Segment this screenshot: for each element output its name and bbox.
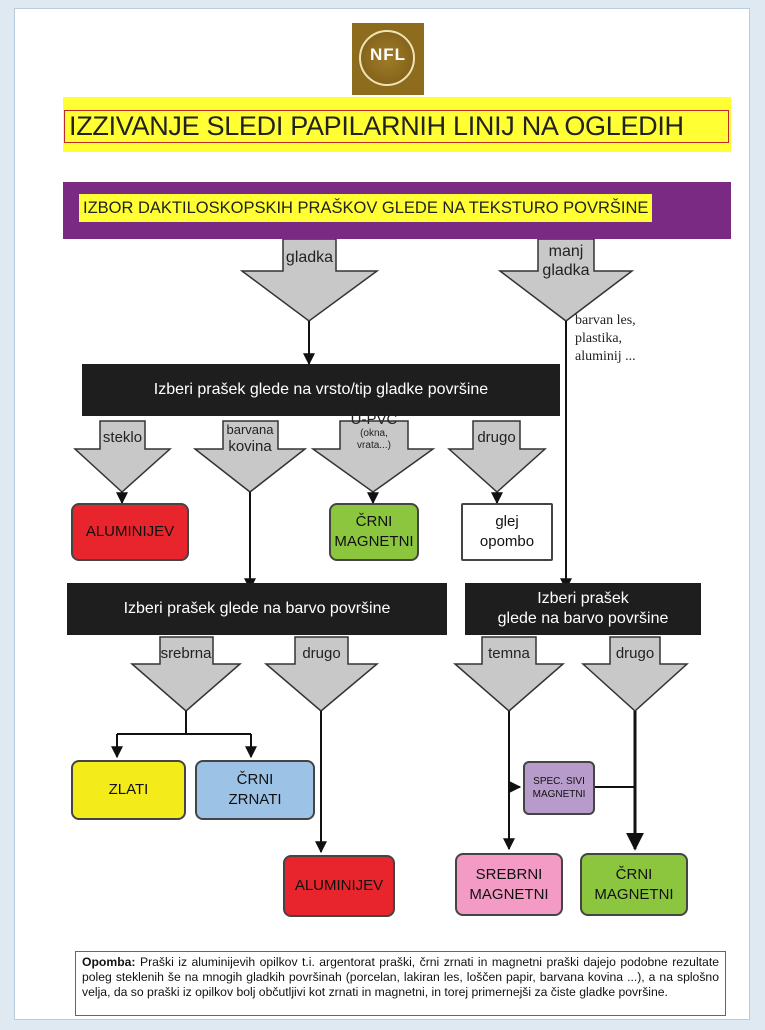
footnote-label: Opomba: xyxy=(82,955,136,969)
bar-line: glede na barvo površine xyxy=(497,610,669,627)
footnote-box: Opomba: Praški iz aluminijevih opilkov t… xyxy=(75,951,726,1016)
result-line: opombo xyxy=(479,533,535,550)
type-painted-label: barvana kovina xyxy=(215,421,285,455)
color-dark-label: temna xyxy=(488,645,530,662)
color-other-right-label: drugo xyxy=(615,645,655,662)
bar-line: Izberi prašek xyxy=(537,590,629,607)
color-other-left-label: drugo xyxy=(302,645,341,662)
type-upvc-line2: (okna, xyxy=(360,428,388,439)
color-silver-label: srebrna xyxy=(160,645,212,662)
result-line: ZRNATI xyxy=(228,791,282,808)
page: NFL IZZIVANJE SLEDI PAPILARNIH LINIJ NA … xyxy=(14,8,750,1020)
result-line: ČRNI xyxy=(355,513,393,530)
color-selection-bar-right: Izberi prašek glede na barvo površine xyxy=(465,583,701,635)
result-black-magnetic-2: ČRNI MAGNETNI xyxy=(580,853,688,916)
example-line: plastika, xyxy=(575,331,623,346)
footnote-text: Praški iz aluminijevih opilkov t.i. arge… xyxy=(82,955,719,999)
result-silver-magnetic: SREBRNI MAGNETNI xyxy=(455,853,563,916)
result-spec-grey-magnetic: SPEC. SIVI MAGNETNI xyxy=(523,761,595,815)
flow-connectors xyxy=(73,238,689,854)
arrow-upvc xyxy=(310,420,436,493)
type-upvc-line1: U-PVC xyxy=(350,411,398,428)
type-upvc-label: U-PVC (okna, vrata...) xyxy=(338,411,410,452)
arrow-less-smooth xyxy=(497,238,635,322)
type-painted-line1: barvana xyxy=(226,422,274,437)
page-title: IZZIVANJE SLEDI PAPILARNIH LINIJ NA OGLE… xyxy=(69,111,684,141)
less-smooth-examples: barvan les, plastika, aluminij ... xyxy=(575,312,636,366)
type-other-label: drugo xyxy=(477,429,516,446)
arrow-other-left xyxy=(263,636,380,712)
arrow-smooth xyxy=(239,238,380,322)
result-aluminum-2: ALUMINIJEV xyxy=(283,855,395,917)
arrow-glass xyxy=(73,420,172,494)
result-line: MAGNETNI xyxy=(469,885,549,903)
example-line: barvan les, xyxy=(575,313,636,328)
result-line: SPEC. SIVI xyxy=(533,776,585,787)
type-upvc-line3: vrata...) xyxy=(357,440,391,451)
arrow-silver xyxy=(129,636,243,712)
result-line: SREBRNI xyxy=(475,865,543,883)
color-selection-bar-left: Izberi prašek glede na barvo površine xyxy=(67,583,447,635)
result-black-granular: ČRNI ZRNATI xyxy=(195,760,315,820)
nfl-logo: NFL xyxy=(352,23,424,95)
result-line: MAGNETNI xyxy=(594,885,674,903)
result-see-note: glej opombo xyxy=(461,503,553,561)
texture-header-label: IZBOR DAKTILOSKOPSKIH PRAŠKOV GLEDE NA T… xyxy=(79,194,653,222)
result-gold: ZLATI xyxy=(71,760,186,820)
arrow-other xyxy=(447,420,547,494)
branch-smooth-label: gladka xyxy=(285,249,334,266)
result-line: MAGNETNI xyxy=(334,533,414,550)
branch-less-smooth-label: manj gladka xyxy=(538,242,594,280)
arrow-dark xyxy=(452,636,566,712)
branch-less-smooth-line2: gladka xyxy=(542,262,590,279)
title-box: IZZIVANJE SLEDI PAPILARNIH LINIJ NA OGLE… xyxy=(64,110,729,143)
result-line: ČRNI xyxy=(615,865,653,883)
result-aluminum-1: ALUMINIJEV xyxy=(71,503,189,561)
type-selection-bar: Izberi prašek glede na vrsto/tip gladke … xyxy=(82,364,560,416)
result-line: ČRNI xyxy=(236,771,274,788)
logo-text: NFL xyxy=(369,45,407,64)
branch-less-smooth-line1: manj xyxy=(548,243,584,260)
result-line: glej xyxy=(495,513,519,530)
logo-seal-icon xyxy=(359,30,415,86)
example-line: aluminij ... xyxy=(575,349,636,364)
arrow-other-right xyxy=(581,636,689,713)
arrow-painted xyxy=(192,420,308,493)
result-black-magnetic-1: ČRNI MAGNETNI xyxy=(329,503,419,561)
type-glass-label: steklo xyxy=(102,429,143,446)
type-painted-line2: kovina xyxy=(228,438,272,455)
result-line: MAGNETNI xyxy=(532,789,586,800)
